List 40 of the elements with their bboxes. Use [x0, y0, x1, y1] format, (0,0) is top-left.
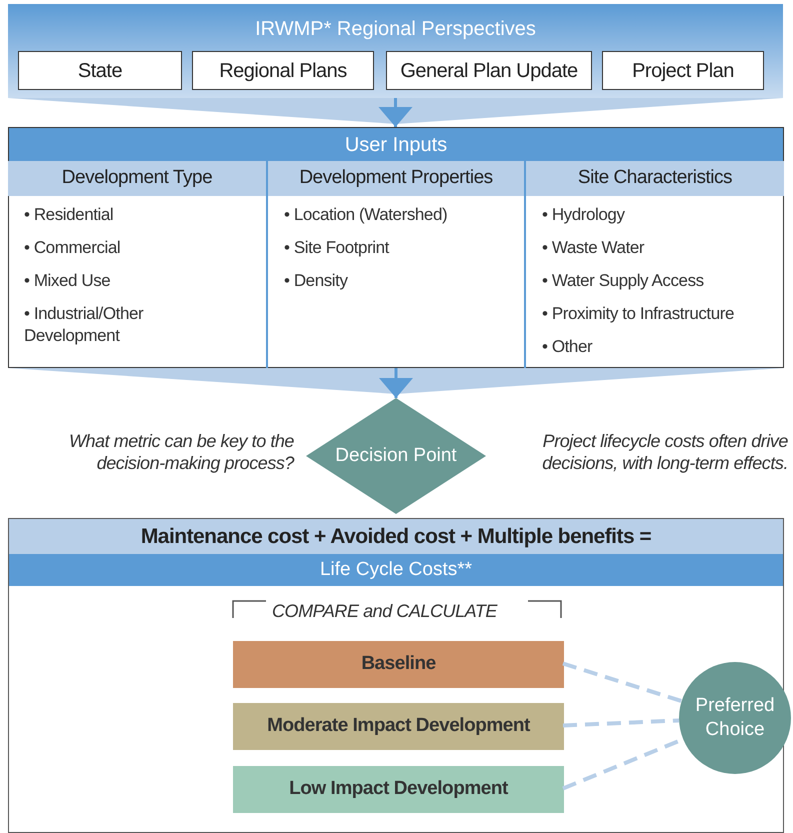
list-item: • Other: [542, 336, 594, 358]
list-item: • Mixed Use: [24, 270, 112, 292]
panel-title: IRWMP* Regional Perspectives: [254, 17, 537, 42]
list-item: • Site Footprint: [284, 237, 390, 259]
input-column: [266, 161, 524, 368]
option-bar: Baseline: [233, 641, 564, 688]
column-heading: Site Characteristics: [526, 161, 784, 196]
option-bar: Moderate Impact Development: [233, 703, 564, 750]
arrow: [379, 368, 413, 398]
column-heading: Development Type: [8, 161, 266, 196]
panel-header: User Inputs: [9, 128, 783, 162]
list-item: • Hydrology: [542, 204, 626, 226]
input-column: [524, 161, 784, 368]
perspectives-panel: [8, 4, 783, 98]
list-item: • Location (Watershed): [284, 204, 448, 226]
list-item: • Proximity to Infrastructure: [542, 303, 736, 325]
list-item: • Commercial: [24, 237, 122, 259]
compare-label: COMPARE and CALCULATE: [271, 600, 498, 623]
column-heading: Development Properties: [268, 161, 524, 196]
perspective-box: Regional Plans: [192, 51, 374, 90]
list-item: • Industrial/Other Development: [24, 303, 144, 347]
option-bar: Low Impact Development: [233, 766, 564, 813]
perspective-box: State: [18, 51, 182, 90]
decision-diamond: [306, 398, 486, 514]
life-cycle-panel: [8, 518, 784, 833]
user-inputs-panel: [8, 127, 784, 368]
cost-note: Project lifecycle costs often drive decisions, with long-term effects.: [541, 430, 788, 474]
dashed-connector: [562, 718, 680, 728]
list-item: • Density: [284, 270, 349, 292]
question-note: What metric can be key to the decision-making process?: [68, 430, 294, 474]
perspective-box: Project Plan: [602, 51, 764, 90]
formula-band: Maintenance cost + Avoided cost + Multiple benefits =: [9, 519, 783, 554]
list-item: • Residential: [24, 204, 114, 226]
arrow: [378, 98, 412, 127]
panel-header: Life Cycle Costs**: [9, 554, 783, 586]
list-item: • Waste Water: [542, 237, 646, 259]
list-item: • Water Supply Access: [542, 270, 705, 292]
dashed-connector: [562, 662, 682, 703]
perspective-box: General Plan Update: [386, 51, 592, 90]
decision-label: Decision Point: [335, 444, 457, 468]
